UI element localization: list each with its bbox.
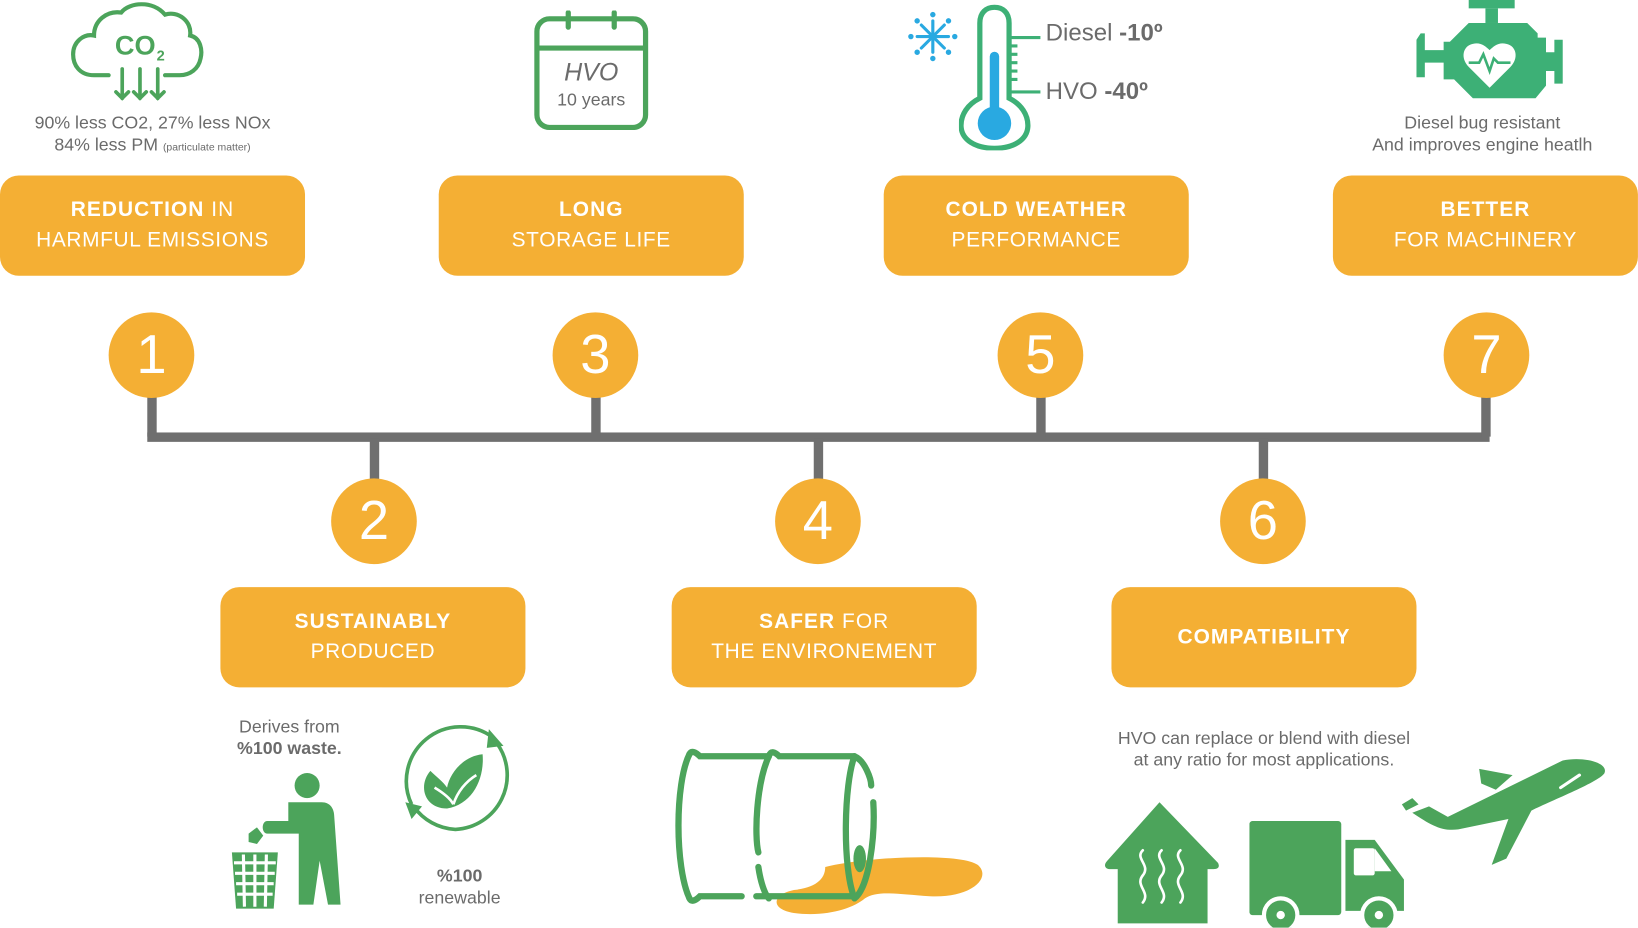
box-subtitle: PRODUCED xyxy=(310,640,436,664)
calendar-text: 10 years xyxy=(557,89,626,110)
step-number-2: 2 xyxy=(331,478,417,565)
delivery-truck-icon xyxy=(1249,821,1404,928)
hvo-value: -40º xyxy=(1104,77,1148,105)
timeline-bar xyxy=(147,432,1490,442)
diesel-value: -10º xyxy=(1119,18,1163,46)
connector-5 xyxy=(1036,394,1046,437)
benefit-box-2: SUSTAINABLY PRODUCED xyxy=(220,587,526,688)
box-title-bold: BETTER xyxy=(1440,198,1531,222)
calendar-icon xyxy=(534,10,649,131)
emissions-caption-line2: 84% less PM xyxy=(54,134,159,155)
connector-1 xyxy=(147,394,157,437)
diesel-temperature: Diesel -10º xyxy=(1046,19,1163,47)
box-title-bold: LONG xyxy=(558,198,624,222)
svg-text:2: 2 xyxy=(157,49,165,65)
waste-caption: Derives from %100 waste. xyxy=(216,716,362,760)
step-number-7: 7 xyxy=(1443,312,1530,398)
heated-house-icon xyxy=(1104,802,1219,924)
connector-6 xyxy=(1258,438,1269,483)
benefit-box-6: COMPATIBILITY xyxy=(1111,587,1417,688)
airplane-icon xyxy=(1401,759,1605,865)
svg-text:CO: CO xyxy=(115,29,156,60)
connector-7 xyxy=(1481,394,1491,437)
compatibility-caption-line1: HVO can replace or blend with diesel xyxy=(1117,728,1411,748)
calendar-title: HVO xyxy=(564,58,619,87)
emissions-caption: 90% less CO2, 27% less NOx 84% less PM (… xyxy=(0,112,305,159)
benefit-box-1: REDUCTION IN HARMFUL EMISSIONS xyxy=(0,175,306,276)
waste-caption-line2: %100 waste. xyxy=(237,738,342,759)
waste-caption-line1: Derives from xyxy=(239,716,340,737)
box-title-bold: SUSTAINABLY xyxy=(294,610,452,634)
thermometer-icon xyxy=(958,4,1041,151)
renewable-caption-line2: renewable xyxy=(418,887,501,908)
box-title-bold: SAFER xyxy=(759,610,836,634)
renewable-leaf-icon xyxy=(404,724,509,832)
step-number-1: 1 xyxy=(108,312,195,398)
spilled-barrel-icon xyxy=(675,748,983,915)
benefit-box-7: BETTER FOR MACHINERY xyxy=(1332,175,1638,276)
machinery-caption-line2: And improves engine heatlh xyxy=(1372,134,1593,155)
box-title-rest: IN xyxy=(204,198,235,222)
diesel-label: Diesel xyxy=(1045,18,1113,46)
engine-heart-icon xyxy=(1416,0,1563,99)
emissions-caption-note: (particulate matter) xyxy=(162,142,251,154)
box-subtitle: STORAGE LIFE xyxy=(511,228,671,252)
machinery-caption-line1: Diesel bug resistant xyxy=(1404,112,1561,133)
connector-2 xyxy=(369,438,380,483)
step-number-4: 4 xyxy=(775,478,861,565)
step-number-5: 5 xyxy=(997,312,1084,398)
co2-cloud-icon: CO 2 xyxy=(71,2,204,101)
person-trash-bin-icon xyxy=(231,773,341,909)
box-subtitle: HARMFUL EMISSIONS xyxy=(36,228,269,252)
box-subtitle: FOR MACHINERY xyxy=(1393,228,1577,252)
box-subtitle: THE ENVIRONEMENT xyxy=(711,640,938,664)
connector-4 xyxy=(813,438,824,483)
box-title-bold: COMPATIBILITY xyxy=(1177,625,1351,649)
step-number-6: 6 xyxy=(1220,478,1306,565)
renewable-caption: %100 renewable xyxy=(397,865,522,909)
box-title-bold: COLD WEATHER xyxy=(945,198,1128,222)
box-title-rest: FOR xyxy=(835,610,890,634)
box-subtitle: PERFORMANCE xyxy=(951,228,1121,252)
compatibility-caption-line2: at any ratio for most applications. xyxy=(1133,750,1395,770)
snowflake-icon xyxy=(908,11,958,62)
benefit-box-4: SAFER FOR THE ENVIRONEMENT xyxy=(671,587,977,688)
machinery-caption: Diesel bug resistant And improves engine… xyxy=(1333,112,1632,156)
hvo-label: HVO xyxy=(1045,77,1098,105)
box-title-bold: REDUCTION xyxy=(70,198,205,222)
emissions-caption-line1: 90% less CO2, 27% less NOx xyxy=(34,112,271,133)
hvo-temperature: HVO -40º xyxy=(1046,77,1148,105)
step-number-3: 3 xyxy=(552,312,639,398)
benefit-box-3: LONG STORAGE LIFE xyxy=(438,175,744,276)
compatibility-caption: HVO can replace or blend with diesel at … xyxy=(1076,727,1452,771)
benefit-box-5: COLD WEATHER PERFORMANCE xyxy=(883,175,1189,276)
renewable-caption-line1: %100 xyxy=(436,865,483,886)
connector-3 xyxy=(591,394,601,437)
